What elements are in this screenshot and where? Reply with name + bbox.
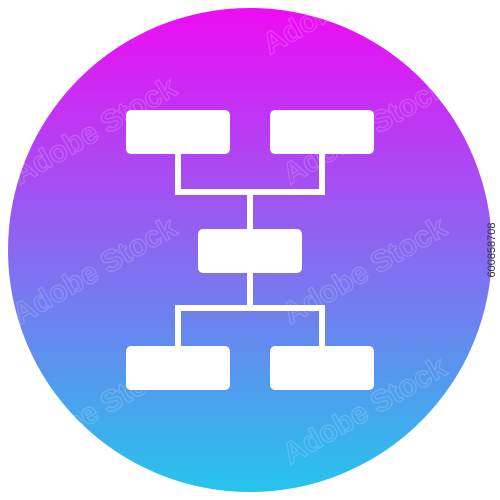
- bottom-left-node: [126, 346, 230, 390]
- middle-node: [198, 229, 302, 273]
- top-left-node: [126, 110, 230, 154]
- flowchart-glyph: [126, 110, 374, 390]
- connector-lines: [175, 154, 325, 346]
- bottom-connector: [175, 305, 325, 346]
- stock-id-label: 600858708: [486, 222, 498, 278]
- bottom-right-node: [270, 346, 374, 390]
- top-right-node: [270, 110, 374, 154]
- stock-id-strip: 600858708: [484, 0, 500, 500]
